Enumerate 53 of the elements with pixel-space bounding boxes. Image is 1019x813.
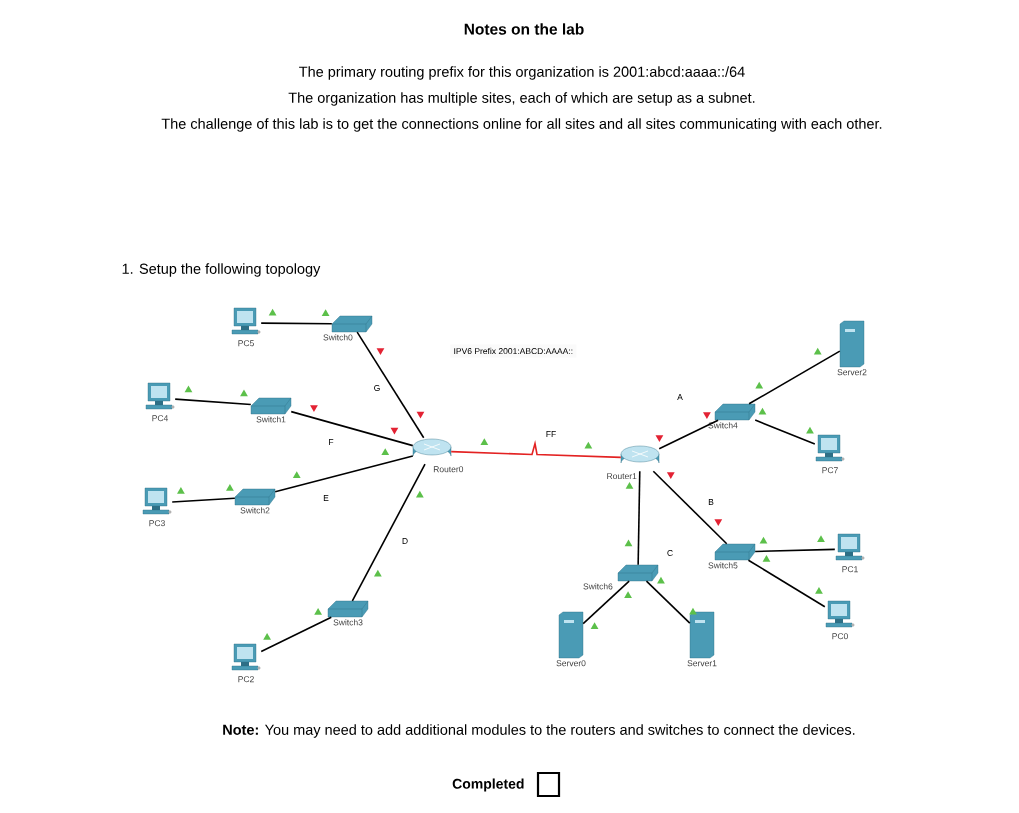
edge-label: C — [665, 548, 675, 558]
paragraph: The challenge of this lab is to get the connections online for all sites and all sites communicating with each other. — [161, 118, 882, 132]
edge-label: G — [372, 383, 382, 393]
link — [754, 548, 836, 553]
link — [260, 616, 333, 653]
link — [356, 331, 425, 439]
device-label: Switch5 — [708, 562, 738, 569]
device-label: PC0 — [832, 633, 848, 640]
edge-label: A — [675, 392, 685, 402]
title: Notes on the lab — [464, 23, 584, 35]
link — [658, 419, 719, 450]
link — [582, 580, 630, 625]
edge-label: F — [326, 437, 336, 447]
device-label: Server2 — [837, 369, 867, 376]
device-label: Switch2 — [240, 507, 270, 514]
completed-label: Completed — [452, 778, 524, 792]
link — [174, 398, 252, 406]
link — [290, 410, 414, 447]
link — [260, 322, 333, 325]
edge-label: FF — [544, 429, 558, 439]
device-label: PC5 — [238, 340, 254, 347]
link — [754, 419, 816, 445]
device-label: PC3 — [149, 520, 165, 527]
link — [652, 470, 728, 545]
device-label: Server0 — [556, 660, 586, 667]
edge-label: D — [400, 536, 410, 546]
paragraph: The organization has multiple sites, each of which are setup as a subnet. — [288, 92, 755, 106]
note: Note: You may need to add additional modules to the routers and switches to connect the devices. — [223, 724, 855, 738]
device-label: Switch0 — [323, 334, 353, 341]
link — [747, 559, 826, 608]
device-label: PC7 — [822, 467, 838, 474]
device-label: Switch4 — [708, 422, 738, 429]
link — [748, 350, 841, 405]
link — [171, 497, 236, 503]
prefix-note: IPV6 Prefix 2001:ABCD:AAAA:: — [450, 344, 577, 358]
edge-label: E — [321, 493, 331, 503]
link — [450, 439, 622, 459]
device-label: PC1 — [842, 566, 858, 573]
link — [637, 470, 641, 566]
device-label: PC4 — [152, 415, 169, 422]
device-label: Router0 — [433, 466, 464, 473]
link — [274, 455, 414, 493]
list-item: 1. Setup the following topology — [122, 263, 321, 277]
device-label: Server1 — [687, 660, 717, 667]
link — [351, 463, 426, 602]
device-label: Switch6 — [583, 583, 613, 590]
device-label: Switch3 — [333, 619, 363, 626]
device-label: Switch1 — [256, 416, 286, 423]
paragraph: The primary routing prefix for this organization is 2001:abcd:aaaa::/64 — [299, 66, 745, 80]
edge-label: B — [706, 497, 716, 507]
link — [645, 580, 691, 624]
device-label: PC2 — [238, 676, 254, 683]
device-label: Router1 — [607, 473, 637, 480]
